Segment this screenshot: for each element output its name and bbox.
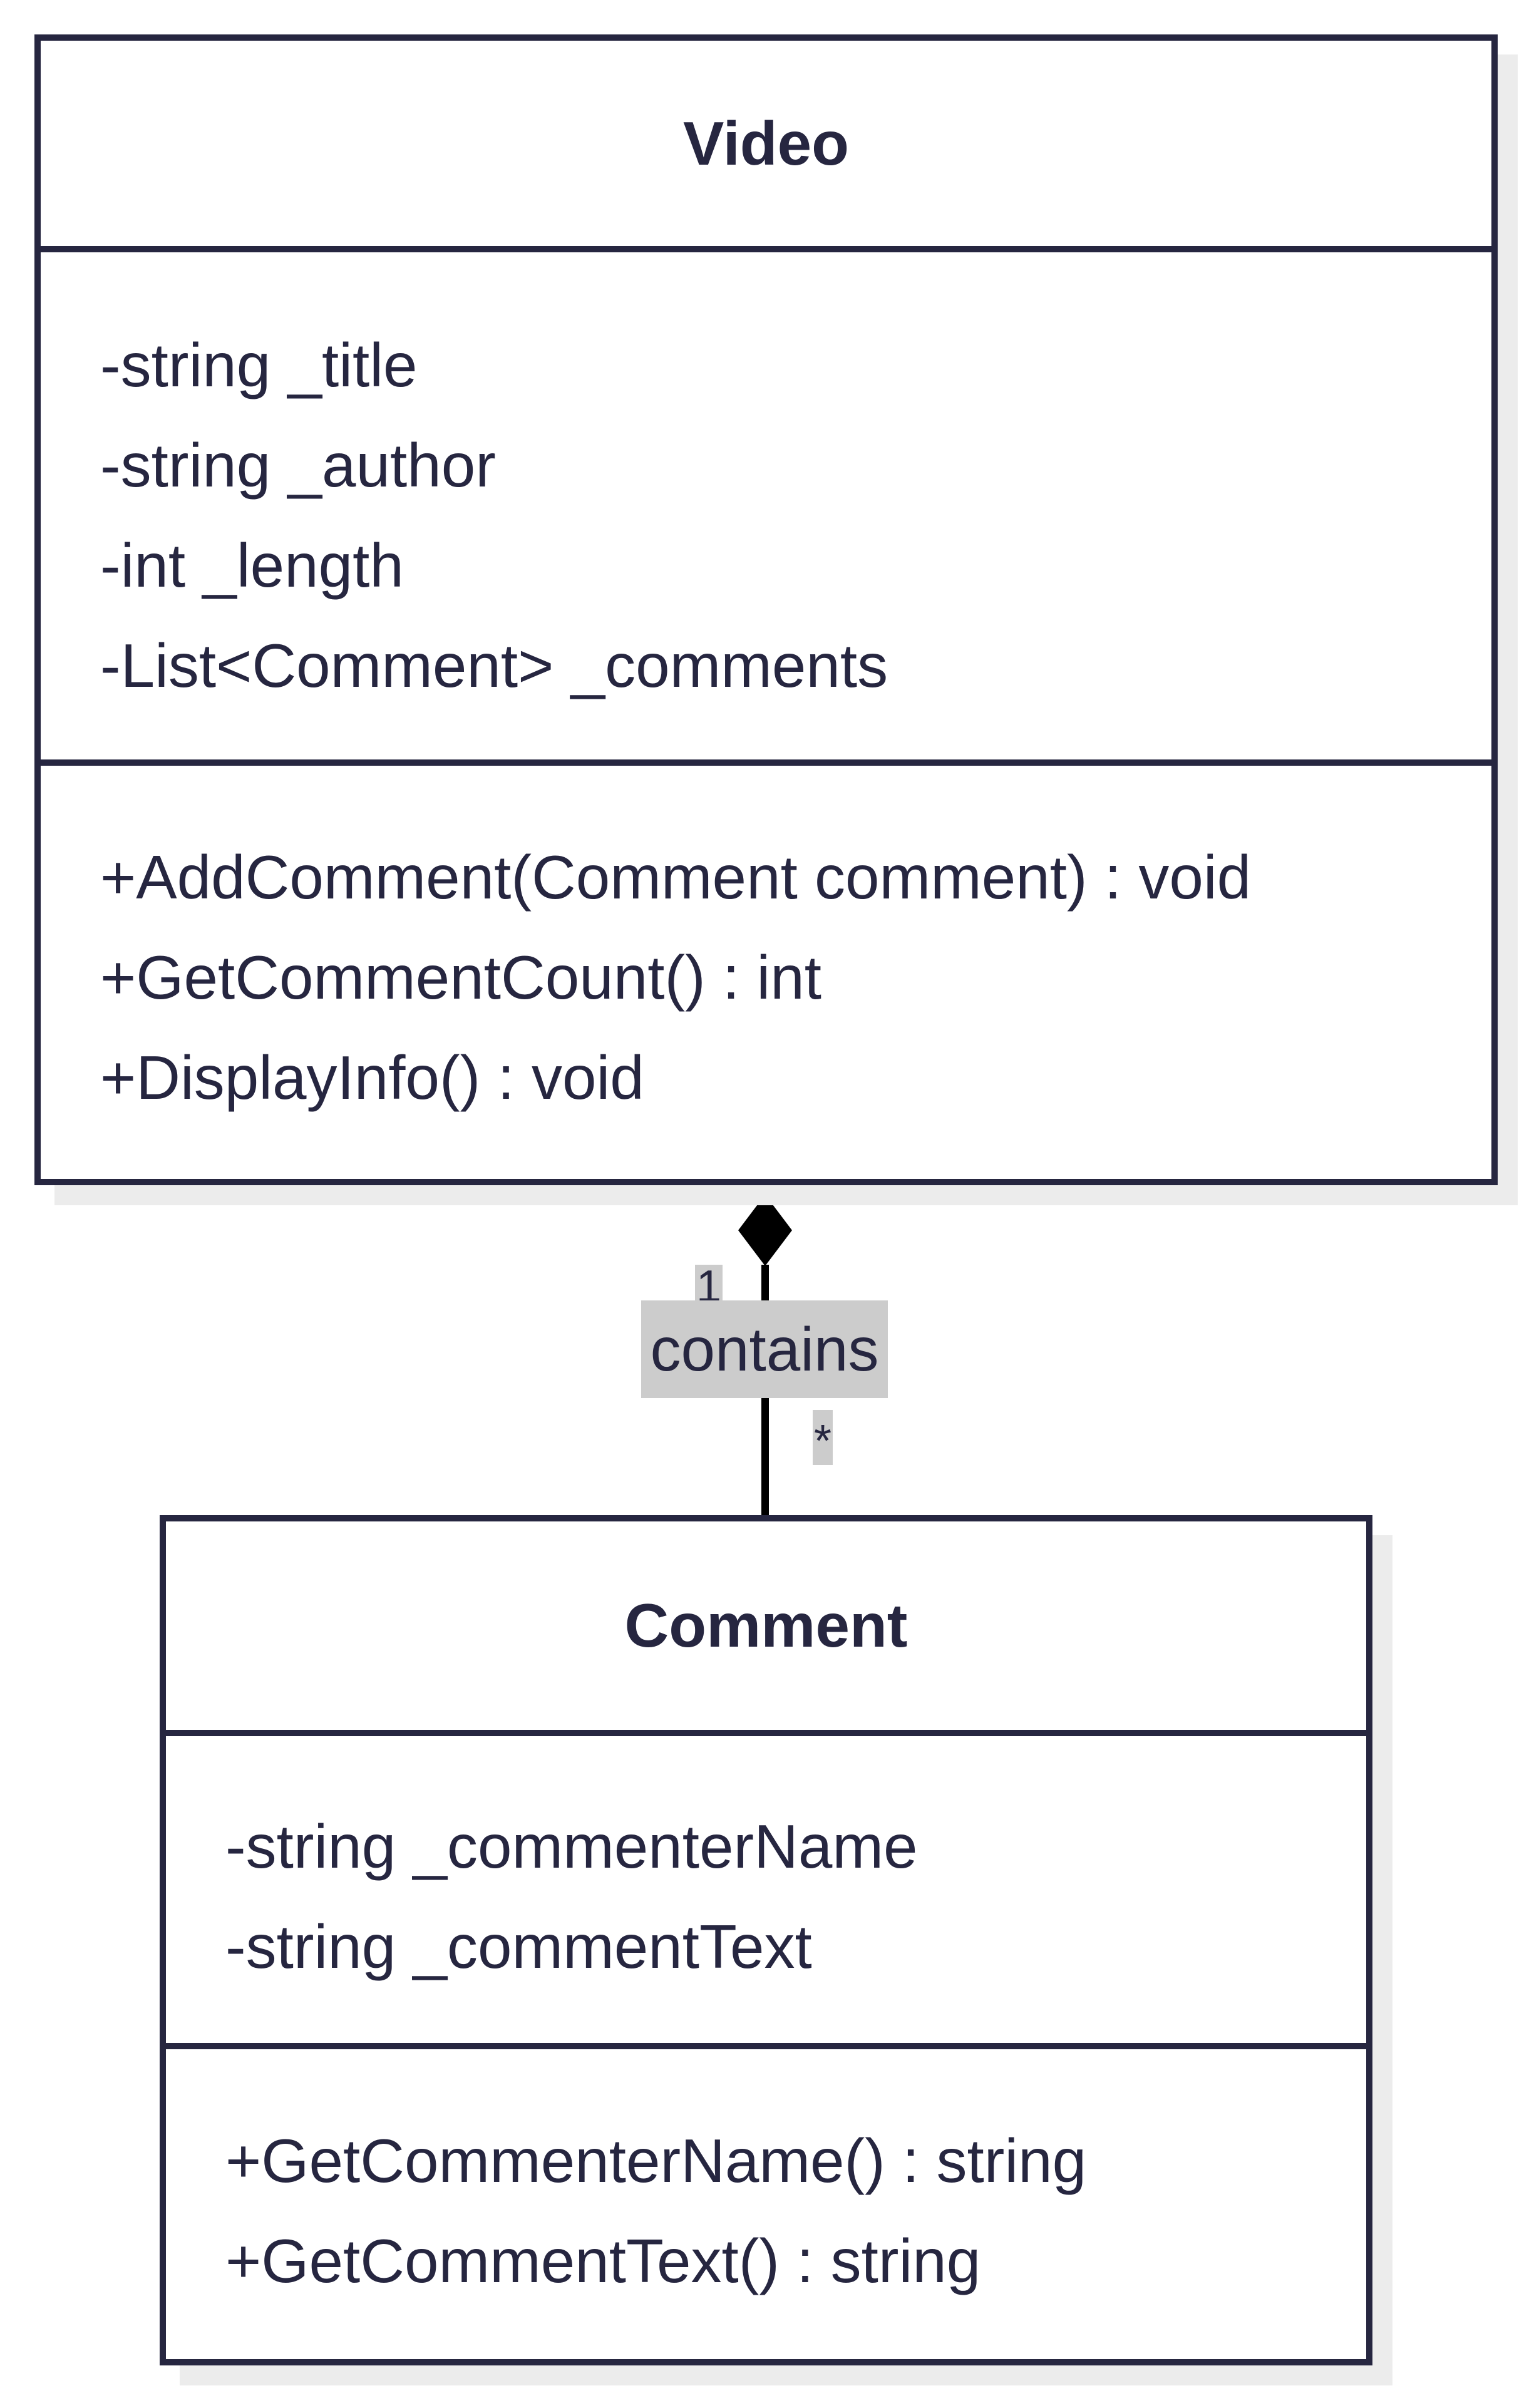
composition-diamond-icon	[738, 1195, 792, 1266]
attribute: -string _author	[100, 431, 496, 500]
class-video[interactable]: Video -string _title -string _author -in…	[34, 34, 1498, 1185]
class-comment[interactable]: Comment -string _commenterName -string _…	[160, 1515, 1372, 2365]
operations-compartment: +GetCommenterName() : string +GetComment…	[166, 2049, 1366, 2359]
operation: +DisplayInfo() : void	[100, 1043, 644, 1112]
attributes-compartment: -string _commenterName -string _commentT…	[166, 1736, 1366, 2049]
operation: +GetCommentText() : string	[225, 2226, 981, 2295]
class-name: Video	[41, 41, 1491, 252]
class-name: Comment	[166, 1521, 1366, 1736]
operation: +GetCommenterName() : string	[225, 2126, 1087, 2195]
attribute: -string _title	[100, 331, 418, 399]
operation: +GetCommentCount() : int	[100, 943, 821, 1012]
attribute: -int _length	[100, 531, 404, 600]
target-multiplicity: *	[813, 1410, 833, 1466]
attribute: -string _commenterName	[225, 1812, 918, 1881]
source-multiplicity: 1	[695, 1262, 723, 1312]
operation: +AddComment(Comment comment) : void	[100, 843, 1252, 912]
association-label: contains	[641, 1300, 888, 1398]
operations-compartment: +AddComment(Comment comment) : void +Get…	[41, 766, 1491, 1179]
attribute: -List<Comment> _comments	[100, 631, 888, 700]
attribute: -string _commentText	[225, 1912, 812, 1981]
attributes-compartment: -string _title -string _author -int _len…	[41, 252, 1491, 766]
